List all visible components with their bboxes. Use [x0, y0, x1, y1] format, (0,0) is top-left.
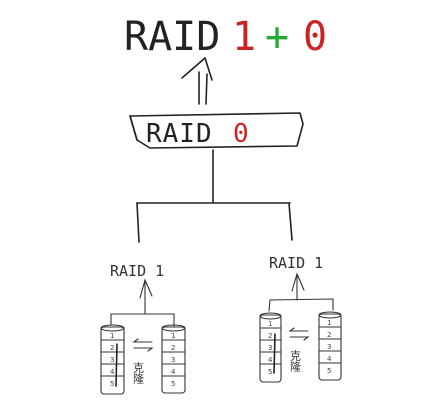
tree-right-leg — [288, 202, 293, 241]
disk-slot-number: 3 — [171, 356, 175, 364]
disk-right-b: 1 2 3 4 5 — [318, 311, 342, 381]
disk-top — [100, 324, 125, 332]
raid1-bracket-left — [110, 313, 175, 328]
disk-slot-number: 3 — [327, 343, 331, 351]
disk-top — [318, 311, 342, 319]
disk-stroke-mark — [273, 333, 276, 374]
disk-slot-number: 3 — [268, 344, 272, 352]
disk-slot-number: 1 — [171, 332, 175, 340]
mirror-arrow-to-left — [132, 338, 153, 343]
raid1-arrow-head-left — [139, 278, 153, 299]
title-raid: RAID — [124, 14, 220, 60]
disk-slot-number: 2 — [327, 331, 331, 339]
disk-slot-number: 5 — [268, 368, 272, 376]
disk-left-b: 1 2 3 4 5 — [161, 324, 186, 394]
disk-slot-number: 2 — [110, 344, 114, 352]
raid1-arrow-head-right — [291, 272, 305, 292]
disk-left-a: 1 2 3 4 5 — [100, 324, 125, 395]
disk-body — [318, 313, 342, 381]
disk-slot-number: 4 — [327, 355, 332, 363]
disk-slot-number: 2 — [171, 344, 175, 352]
disk-slot-number: 5 — [327, 367, 331, 375]
disk-body — [100, 326, 125, 395]
raid1-group-right: RAID 1 1 2 3 4 5 1 2 — [259, 254, 342, 383]
raid1-bracket-right — [268, 298, 334, 312]
disk-slot-number: 5 — [171, 380, 175, 388]
mirror-arrow-to-right — [289, 336, 310, 341]
disk-top — [161, 324, 186, 332]
raid0-box-left-edge — [129, 115, 138, 141]
disk-slot-number: 4 — [268, 356, 273, 364]
connector-tree — [136, 149, 293, 243]
title-plus: + — [265, 14, 289, 60]
disk-stroke-mark — [115, 343, 118, 387]
mirror-arrow-to-right — [133, 347, 154, 352]
disk-slot-number: 3 — [110, 356, 114, 364]
raid0-label: RAID — [146, 119, 213, 149]
raid0-label-zero: 0 — [233, 119, 250, 149]
disk-slot-number: 1 — [110, 332, 114, 340]
double-arrow-shaft-right — [205, 73, 208, 105]
title-one: 1 — [232, 14, 256, 60]
disk-slot-number: 5 — [110, 380, 114, 388]
disk-body — [161, 326, 186, 394]
mirror-note-right: 克隆 — [289, 350, 302, 372]
title-zero: 0 — [303, 14, 327, 60]
disk-slot-number: 4 — [110, 368, 115, 376]
disk-slot-number: 2 — [268, 332, 272, 340]
mirror-arrow-to-left — [288, 327, 309, 332]
diagram-title: RAID 1 + 0 — [124, 14, 327, 60]
disk-slot-number: 1 — [327, 319, 331, 327]
tree-left-leg — [136, 202, 140, 243]
mirror-arrows-left — [132, 338, 154, 352]
raid1-group-left: RAID 1 1 2 3 4 5 1 2 — [100, 262, 186, 395]
disk-right-a: 1 2 3 4 5 — [259, 312, 282, 383]
mirror-arrows-right — [288, 327, 310, 341]
disk-slot-number: 1 — [268, 320, 272, 328]
raid0-box: RAID 0 — [129, 112, 304, 149]
up-arrow-double — [181, 57, 213, 105]
disk-slot-number: 4 — [171, 368, 176, 376]
double-arrow-head — [181, 57, 213, 81]
raid1-label-left: RAID 1 — [110, 262, 164, 280]
raid1-label-right: RAID 1 — [269, 254, 323, 272]
mirror-note-left: 克隆 — [132, 362, 145, 384]
disk-top — [259, 312, 282, 320]
disk-body — [259, 314, 282, 383]
